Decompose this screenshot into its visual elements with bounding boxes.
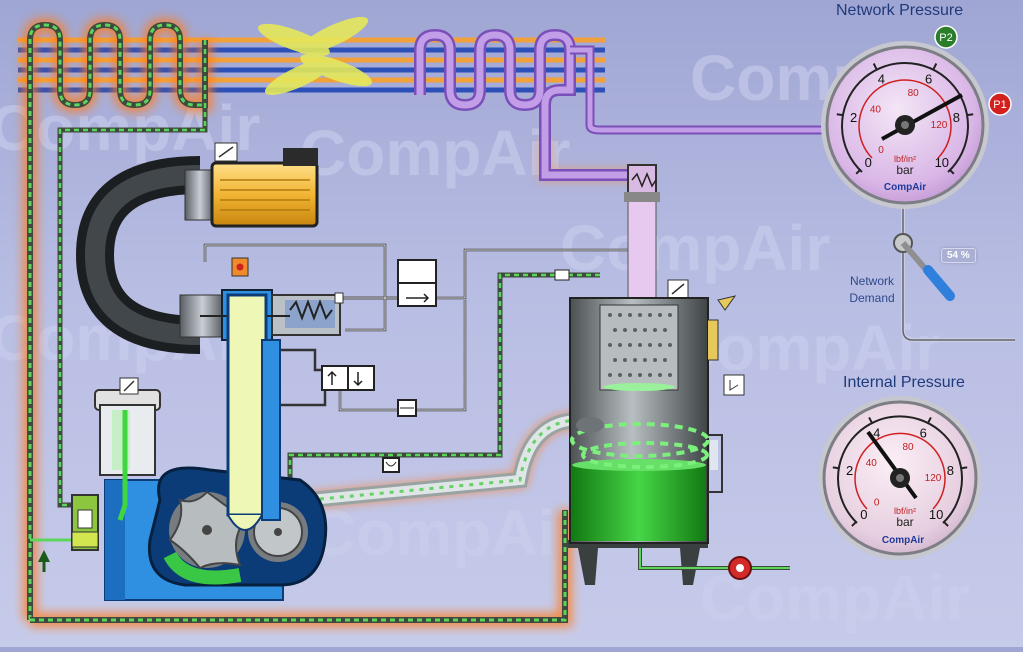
demand-lever-handle[interactable] <box>900 241 955 301</box>
network-demand-value: 54 % <box>941 248 976 263</box>
internal-gauge-bar-tick: 0 <box>860 507 867 522</box>
check-valve-small <box>397 399 417 417</box>
internal-gauge-needle <box>866 430 918 500</box>
oil-filter <box>94 377 161 521</box>
internal-gauge-bar-tick-mark <box>868 416 873 424</box>
network-gauge-ticks: 0 2 4 6 8 10 0 40 80 120 <box>836 63 974 175</box>
watermark-1: CompAir <box>300 117 570 189</box>
oil-swirl <box>570 422 710 469</box>
internal-gauge-bar-tick: 6 <box>920 426 927 441</box>
network-gauge-needle <box>881 93 963 141</box>
p1-marker: P1 <box>988 92 1012 116</box>
network-demand-label-line1: Network <box>849 274 894 288</box>
thermostatic-valve <box>71 494 99 551</box>
internal-gauge-bar-tick: 2 <box>846 463 853 478</box>
separator-element-icon <box>608 313 672 377</box>
network-demand-label-line2: Demand <box>849 291 895 305</box>
internal-gauge-bar-tick-mark <box>943 521 949 527</box>
watermark-5: CompAir <box>310 497 580 569</box>
network-gauge-bar-tick-mark <box>932 63 938 70</box>
screw-compressor <box>104 293 328 601</box>
drain-valve <box>638 548 790 580</box>
network-gauge-bar-tick: 4 <box>878 72 885 87</box>
internal-gauge-ticks: 0 2 4 6 8 10 0 40 80 120 <box>832 416 968 527</box>
internal-gauge-psi-tick: 120 <box>925 473 942 484</box>
separator-tank <box>568 295 745 585</box>
p2-marker-label: P2 <box>939 32 952 44</box>
network-gauge-bar-tick: 0 <box>865 155 872 170</box>
internal-gauge-psi-tick: 0 <box>874 497 880 508</box>
internal-gauge-psi-tick: 80 <box>902 442 914 453</box>
scavenge-sight-glass <box>554 269 570 281</box>
network-gauge-bar-tick-mark <box>855 168 862 175</box>
internal-gauge-bar-tick: 4 <box>873 426 880 441</box>
network-gauge-bar-tick-mark <box>872 63 878 70</box>
p2-marker: P2 <box>934 25 958 49</box>
internal-gauge-psi-unit: lbf/in² <box>894 506 916 516</box>
network-gauge-psi-unit: lbf/in² <box>894 154 916 164</box>
internal-gauge-brand: CompAir <box>882 535 924 546</box>
blowdown-valve <box>321 365 375 391</box>
intake-duct <box>75 156 201 354</box>
internal-gauge-psi-tick: 40 <box>866 458 878 469</box>
network-demand-control[interactable] <box>893 205 1015 342</box>
minimum-pressure-valve <box>624 164 689 303</box>
network-gauge-psi-tick: 80 <box>908 88 920 99</box>
network-gauge-psi-tick: 40 <box>870 104 882 115</box>
internal-gauge-bar-tick: 8 <box>947 463 954 478</box>
network-gauge-bar-tick: 6 <box>925 72 932 87</box>
internal-gauge-bar-unit: bar <box>896 515 913 529</box>
network-gauge-bar-tick: 2 <box>850 110 857 125</box>
network-gauge-bar-tick-mark <box>836 113 843 117</box>
network-pressure-title: Network Pressure <box>836 2 964 19</box>
network-gauge-bar-tick: 10 <box>935 155 949 170</box>
network-pressure-gauge: 0 2 4 6 8 10 0 40 80 120 lbf/in² bar CompAir P2 P… <box>821 25 1012 209</box>
oil-pipe-circuit <box>27 21 600 623</box>
internal-pressure-gauge: 0 2 4 6 8 10 0 40 80 120 lbf/in² bar CompAir <box>818 396 982 560</box>
cooling-fan-icon <box>258 16 372 95</box>
internal-pressure-title: Internal Pressure <box>843 374 965 391</box>
internal-gauge-bar-tick-mark <box>927 416 932 424</box>
watermark-4: CompAir <box>560 212 830 284</box>
solenoid-valve <box>397 259 437 307</box>
internal-gauge-bar-tick-mark <box>832 466 839 470</box>
air-filter <box>184 142 319 228</box>
male-rotor-icon <box>168 490 247 570</box>
network-gauge-bar-tick-mark <box>967 113 974 117</box>
network-gauge-bar-tick: 8 <box>953 110 960 125</box>
network-pipe <box>414 28 830 200</box>
network-gauge-bar-tick-mark <box>948 168 955 175</box>
up-arrow-icon <box>38 550 50 572</box>
p1-marker-label: P1 <box>993 99 1006 111</box>
discharge-pipe <box>309 412 581 508</box>
check-valve-discharge <box>382 457 400 473</box>
internal-gauge-bar-tick-mark <box>851 521 857 527</box>
network-demand-label: Network Demand <box>843 273 901 307</box>
internal-gauge-bar-tick: 10 <box>929 507 943 522</box>
network-gauge-psi-tick: 0 <box>878 145 884 156</box>
network-gauge-bar-unit: bar <box>896 163 913 177</box>
network-gauge-brand: CompAir <box>884 182 926 193</box>
internal-gauge-bar-tick-mark <box>961 466 968 470</box>
network-gauge-psi-tick: 120 <box>931 120 948 131</box>
